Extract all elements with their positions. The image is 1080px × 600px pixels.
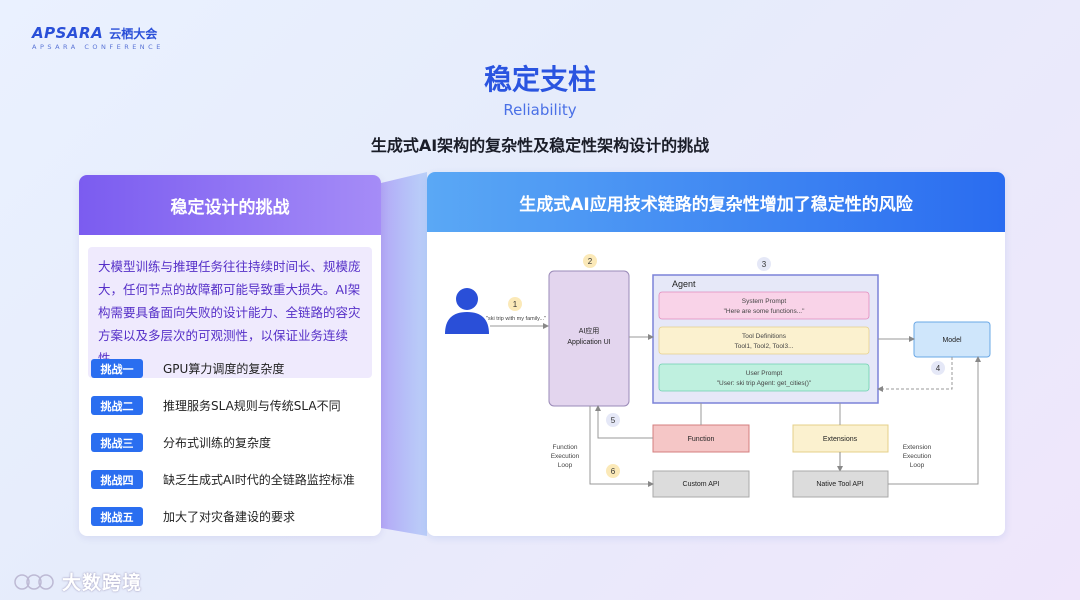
challenge-text: GPU算力调度的复杂度 (163, 362, 285, 376)
challenge-item: 挑战一 GPU算力调度的复杂度 (91, 359, 284, 378)
user-prompt-body: "User: ski trip Agent: get_cities()" (717, 380, 812, 387)
svg-text:1: 1 (513, 300, 518, 309)
arrow-native-to-model (888, 356, 981, 485)
challenge-item: 挑战二 推理服务SLA规则与传统SLA不同 (91, 396, 341, 415)
challenge-badge: 挑战二 (91, 396, 143, 415)
function-loop-label-3: Loop (558, 462, 573, 469)
native-tool-api-label: Native Tool API (816, 481, 863, 488)
footer-watermark: 大数跨境 (12, 568, 142, 595)
logo-sub: APSARA CONFERENCE (32, 43, 164, 51)
challenge-text: 缺乏生成式AI时代的全链路监控标准 (163, 473, 355, 487)
svg-text:3: 3 (762, 260, 767, 269)
challenge-badge: 挑战一 (91, 359, 143, 378)
function-loop-label-1: Function (553, 444, 578, 451)
challenge-text: 分布式训练的复杂度 (163, 436, 272, 450)
challenge-item: 挑战四 缺乏生成式AI时代的全链路监控标准 (91, 470, 355, 489)
app-ui-label-1: AI应用 (579, 326, 600, 335)
extensions-label: Extensions (823, 436, 858, 443)
challenges-header: 稳定设计的挑战 (79, 175, 381, 235)
challenge-text: 推理服务SLA规则与传统SLA不同 (163, 399, 341, 413)
agent-label: Agent (672, 279, 696, 289)
svg-text:6: 6 (611, 467, 616, 476)
system-prompt-box (658, 291, 870, 320)
step-badge-3: 3 (757, 257, 771, 271)
native-tool-api-box (792, 470, 889, 498)
challenge-badge: 挑战三 (91, 433, 143, 452)
architecture-header: 生成式AI应用技术链路的复杂性增加了稳定性的风险 (427, 172, 1005, 232)
footer-text: 大数跨境 (62, 572, 143, 594)
challenge-item: 挑战三 分布式训练的复杂度 (91, 433, 271, 452)
system-prompt-body: "Here are some functions..." (724, 308, 806, 315)
arrow-ui-to-custom-api (589, 406, 654, 487)
watermark-icon (14, 573, 54, 590)
system-prompt-title: System Prompt (742, 298, 787, 305)
extension-loop-label-3: Loop (910, 462, 925, 469)
tool-definitions-body: Tool1, Tool2, Tool3... (734, 343, 793, 350)
extension-loop-label-1: Extension (903, 444, 932, 451)
user-icon (445, 288, 489, 334)
architecture-panel: 生成式AI应用技术链路的复杂性增加了稳定性的风险 "ski trip with … (427, 172, 1005, 536)
step-badge-4: 4 (931, 361, 945, 375)
tool-definitions-title: Tool Definitions (742, 333, 787, 340)
challenge-text: 加大了对灾备建设的要求 (163, 510, 296, 524)
model-label: Model (942, 337, 962, 344)
challenges-panel: 稳定设计的挑战 大模型训练与推理任务往往持续时间长、规模庞大，任何节点的故障都可… (79, 175, 381, 536)
arrow-function-to-ui (595, 405, 653, 439)
extension-loop-label-2: Execution (903, 453, 932, 460)
step-badge-2: 2 (583, 254, 597, 268)
challenge-badge: 挑战四 (91, 470, 143, 489)
svg-text:2: 2 (588, 257, 593, 266)
custom-api-label: Custom API (683, 481, 720, 488)
function-loop-label-2: Execution (551, 453, 580, 460)
app-ui-label-2: Application UI (567, 339, 610, 346)
challenge-badge: 挑战五 (91, 507, 143, 526)
challenge-item: 挑战五 加大了对灾备建设的要求 (91, 507, 295, 526)
step-badge-6: 6 (606, 464, 620, 478)
step-badge-1: 1 (508, 297, 522, 311)
page-subtitle: 生成式AI架构的复杂性及稳定性架构设计的挑战 (370, 136, 710, 155)
apsara-logo: APSARA 云栖大会 APSARA CONFERENCE (32, 24, 164, 51)
user-prompt-box (658, 363, 870, 392)
logo-brand: APSARA (32, 24, 104, 42)
custom-api-box (652, 470, 750, 498)
step-badge-5: 5 (606, 413, 620, 427)
user-prompt-title: User Prompt (746, 370, 783, 377)
application-ui-box (548, 270, 630, 407)
arrow-model-to-agent (877, 357, 953, 392)
page-title: 稳定支柱 (483, 63, 596, 96)
architecture-diagram: "ski trip with my family..." 1 2 3 4 5 6… (445, 254, 991, 498)
function-label: Function (688, 436, 715, 443)
tool-definitions-box (658, 326, 870, 355)
logo-cn: 云栖大会 (109, 27, 158, 41)
page-title-en: Reliability (503, 101, 577, 119)
user-message: "ski trip with my family..." (486, 316, 546, 322)
svg-text:4: 4 (936, 364, 941, 373)
svg-text:5: 5 (611, 416, 616, 425)
